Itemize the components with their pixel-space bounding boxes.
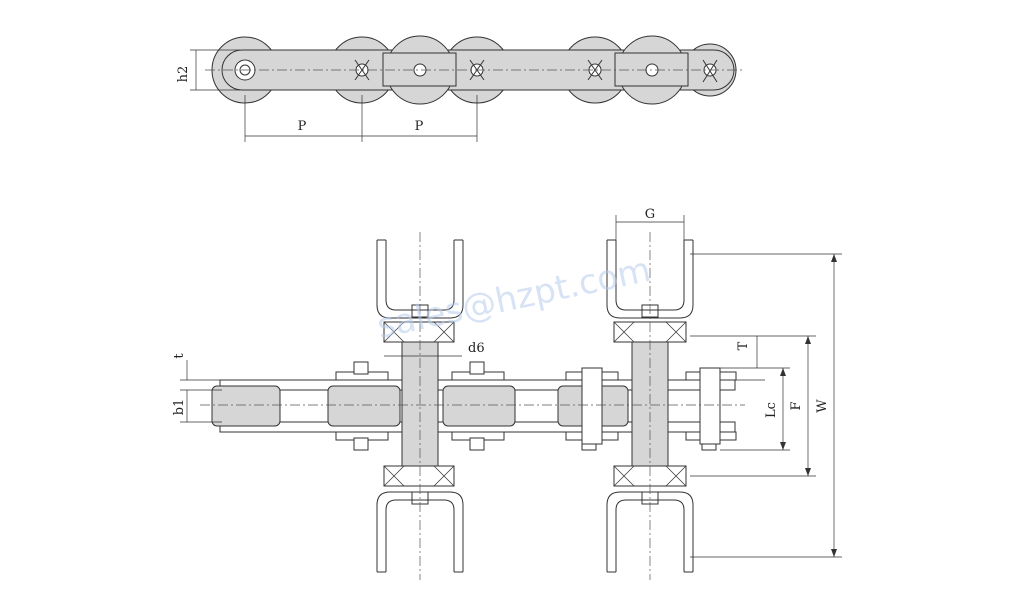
dimension-right: T Lc F W — [690, 253, 842, 558]
label-t-small: t — [172, 353, 187, 359]
roller-body — [442, 385, 516, 427]
nut — [353, 361, 369, 375]
dimension-g: G — [615, 207, 685, 240]
label-pitch-2: P — [415, 119, 424, 134]
dimension-h2: h2 — [176, 49, 240, 91]
label-d6: d6 — [468, 341, 485, 356]
label-w: W — [815, 399, 830, 413]
nut — [469, 361, 485, 375]
dimension-pitch: P P — [244, 95, 478, 142]
label-lc: Lc — [764, 402, 779, 418]
attachment-left — [376, 232, 464, 580]
dimension-t-b1: t b1 — [172, 353, 222, 423]
roller-body — [327, 385, 401, 427]
watermark-text: sales@hzpt.com — [374, 250, 655, 347]
dimension-d6: d6 — [384, 341, 485, 357]
plan-view: G d6 t b1 T — [172, 207, 842, 580]
nut — [469, 437, 485, 451]
label-pitch-1: P — [298, 119, 307, 134]
label-h2: h2 — [176, 66, 191, 83]
roller-body — [211, 385, 281, 427]
connecting-pin — [699, 367, 721, 445]
label-f: F — [789, 401, 804, 410]
attachment-right — [606, 232, 694, 580]
connecting-pin — [581, 367, 603, 445]
label-g: G — [645, 207, 655, 222]
nut — [353, 437, 369, 451]
label-b1: b1 — [172, 399, 187, 416]
label-t-large: T — [736, 341, 751, 350]
side-view: h2 P P — [176, 35, 745, 142]
